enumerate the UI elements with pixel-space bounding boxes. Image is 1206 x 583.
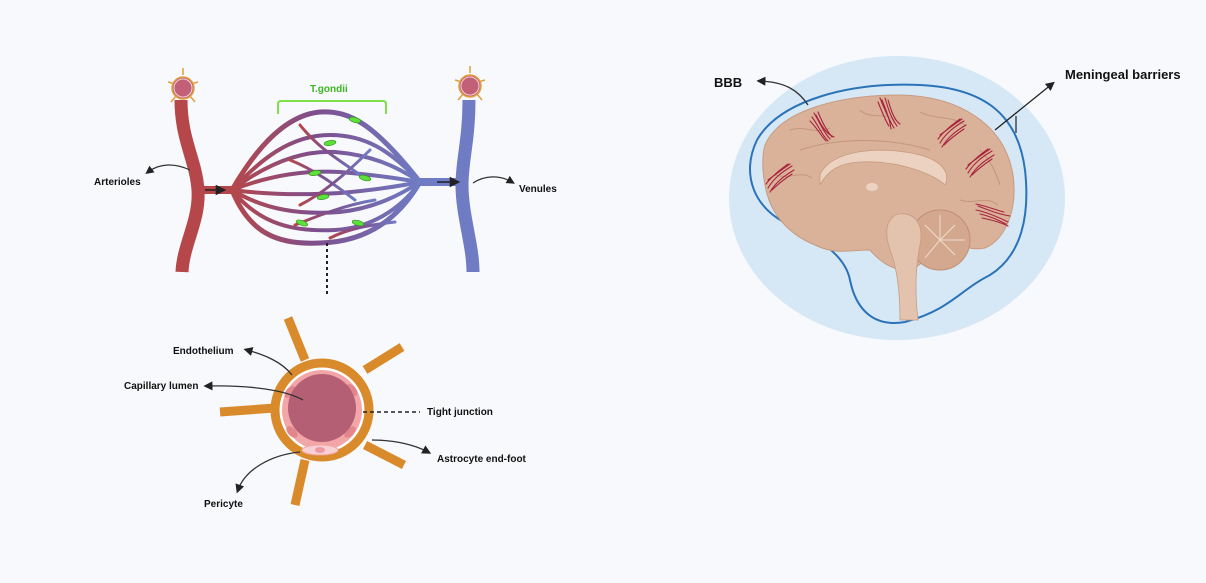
parasite-icon (308, 170, 322, 176)
capillary-lumen (288, 374, 356, 442)
vessel-cluster (809, 111, 835, 142)
vessel-cluster (765, 163, 795, 193)
venules-label: Venules (519, 184, 557, 195)
t-gondii-parasites (295, 116, 372, 227)
parasite-icon (358, 174, 372, 182)
brainstem (886, 213, 922, 321)
meningeal-barriers-label: Meningeal barriers (1065, 67, 1181, 82)
astrocyte-end-foot-ring (270, 358, 374, 462)
astrocyte-processes (219, 316, 407, 506)
capillary-branches (229, 109, 423, 246)
endothelium-label: Endothelium (173, 346, 234, 357)
astrocyte-cell-left (167, 68, 199, 103)
parasite-icon (295, 219, 309, 227)
t-gondii-bracket (277, 100, 387, 114)
parasite-icon (348, 116, 362, 124)
venule-vessel (455, 99, 480, 273)
bbb-label: BBB (714, 75, 743, 90)
arteriole-vessel (174, 99, 205, 273)
arterioles-label: Arterioles (94, 177, 141, 188)
astrocyte-end-foot-arrow (371, 439, 432, 454)
capillary-network (145, 66, 515, 295)
vessel-cluster (965, 148, 995, 178)
capillary-cross-section (203, 316, 432, 506)
vessel-cluster (937, 118, 967, 148)
bbb-arrow (756, 76, 809, 106)
endothelium-arrow (243, 347, 293, 376)
pericyte-label: Pericyte (204, 499, 243, 510)
astrocyte-cell-right (454, 66, 486, 101)
arterioles-arrow (145, 164, 191, 175)
meningeal-arrow (994, 81, 1055, 131)
parasite-icon (351, 219, 365, 227)
capillary-lumen-label: Capillary lumen (124, 381, 199, 392)
venules-arrow (472, 175, 515, 184)
corpus-callosum (819, 149, 948, 186)
parasite-icon (316, 194, 330, 200)
astrocyte-end-foot-label: Astrocyte end-foot (437, 454, 526, 465)
brain-illustration (729, 56, 1065, 340)
tight-junction-label: Tight junction (427, 407, 493, 418)
parasite-icon (323, 140, 337, 146)
capillary-lumen-arrow (203, 381, 304, 401)
vessel-cluster (975, 203, 1011, 227)
pericyte-arrow (235, 451, 301, 494)
vessel-cluster (877, 97, 901, 130)
t-gondii-label: T.gondii (310, 84, 348, 95)
brain-vessel-clusters (765, 97, 1011, 227)
